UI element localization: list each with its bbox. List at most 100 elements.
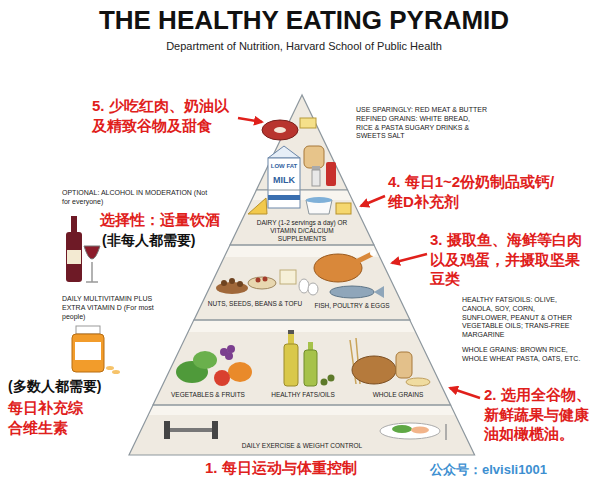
annotation: 每日补充综合维生素 [8, 398, 88, 437]
tier-label: DAIRY (1-2 servings a day) OR VITAMIN D/… [246, 219, 358, 242]
plant-foods [288, 334, 294, 344]
callout-arrow [450, 388, 480, 398]
wine-figure [84, 246, 100, 259]
plant-foods [193, 351, 217, 369]
pyramid-tier: NUTS, SEEDS, BEANS & TOFU FISH, POULTRY &… [194, 245, 410, 320]
carton-text: LOW FAT [271, 163, 298, 171]
protein-foods [221, 280, 227, 286]
carton-text: MILK [273, 175, 295, 186]
plant-foods [308, 342, 313, 350]
plant-foods [284, 344, 298, 386]
pyramid-tier: DAILY EXERCISE & WEIGHT CONTROL [129, 405, 475, 455]
dairy-foods [336, 203, 351, 214]
plant-foods [214, 370, 230, 386]
exercise-foods [164, 421, 446, 440]
plant-foods [228, 362, 252, 382]
pyramid-ground [129, 95, 475, 455]
exercise-foods [411, 427, 429, 434]
exercise-foods [212, 421, 218, 439]
exercise-foods [392, 425, 412, 433]
vitamin-figure [106, 366, 114, 370]
annotation: 4. 每日1~2份奶制品或钙/维D补充剂 [388, 172, 558, 211]
tier-label: VEGETABLES & FRUITS [171, 391, 245, 399]
protein-foods [256, 278, 261, 283]
vitamin-figure [112, 370, 120, 374]
title: THE HEALTHY EATING PYRAMID [0, 4, 608, 37]
caption: Department of Nutrition, Harvard School … [0, 40, 608, 54]
callout-arrow [392, 254, 427, 263]
protein-foods [263, 277, 268, 282]
wine-figure [86, 262, 98, 282]
protein-foods [314, 254, 362, 282]
tier-label: NUTS, SEEDS, BEANS & TOFU [208, 300, 302, 308]
pyramid-ground [129, 405, 475, 455]
protein-foods [374, 286, 384, 298]
protein-foods [370, 250, 376, 256]
exercise-foods [164, 421, 170, 439]
plant-foods [225, 352, 233, 360]
annotation: (多数人都需要) [8, 378, 101, 396]
dairy-foods [268, 195, 300, 200]
tier-outline [153, 320, 451, 405]
protein-foods [356, 254, 372, 262]
annotation: (非每人都需要) [102, 232, 195, 250]
pyramid-tier: DAIRY (1-2 servings a day) OR VITAMIN D/… [230, 190, 374, 245]
plant-foods [227, 345, 235, 353]
plant-foods [328, 375, 335, 382]
protein-foods [229, 278, 235, 284]
dairy-foods [306, 197, 332, 203]
sparingly-foods [312, 170, 320, 186]
vitamin-figure [72, 334, 104, 372]
vitamin-figure [76, 326, 100, 334]
plant-foods [176, 330, 430, 386]
pyramid-ground [148, 405, 455, 415]
pyramid-ground [224, 245, 380, 257]
plant-foods [396, 352, 412, 378]
pyramid-ground [188, 320, 416, 332]
pyramid-ground [153, 320, 451, 405]
tier-outline [129, 405, 475, 455]
sparingly-foods [304, 146, 324, 168]
watermark: 公众号：elvisli1001 [430, 462, 547, 478]
tier-label: FISH, POULTRY & EGGS [314, 302, 389, 310]
pyramid-ground [194, 245, 410, 320]
annotation: 3. 摄取鱼、海鲜等白肉以及鸡蛋，并摄取坚果豆类 [430, 230, 582, 289]
dairy-foods [268, 146, 300, 158]
wine-figure [66, 232, 82, 282]
sparingly-foods [300, 118, 316, 128]
note-text: OPTIONAL: ALCOHOL IN MODERATION (Not for… [62, 189, 214, 207]
tier-outline [194, 245, 410, 320]
pyramid-ground [230, 190, 374, 245]
wine-figure [71, 216, 77, 234]
pyramid-tier: VEGETABLES & FRUITS HEALTHY FATS/OILS WHOL… [153, 320, 451, 405]
tier-label: WHOLE GRAINS [373, 391, 424, 399]
sparingly-foods [326, 162, 336, 186]
annotation: 2. 选用全谷物、新鲜蔬果与健康油如橄榄油。 [484, 385, 598, 444]
exercise-foods [168, 428, 214, 432]
wine-figure [67, 250, 81, 264]
protein-foods [216, 250, 384, 298]
plant-foods [288, 330, 294, 334]
note-text: USE SPARINGLY: RED MEAT & BUTTER REFINED… [356, 106, 488, 141]
callout-arrow [361, 196, 385, 206]
note-text: HEALTHY FATS/OILS: OLIVE, CANOLA, SOY, C… [462, 296, 582, 340]
tier-label: DAILY EXERCISE & WEIGHT CONTROL [242, 442, 362, 450]
protein-foods [308, 283, 318, 295]
annotation: 选择性：适量饮酒 [100, 211, 220, 230]
vitamin-figure [75, 342, 101, 360]
sparingly-foods [274, 127, 286, 133]
plant-foods [321, 379, 328, 386]
vitamin-figure [72, 326, 120, 374]
plant-foods [304, 350, 317, 386]
protein-foods [280, 270, 296, 284]
exercise-foods [380, 423, 440, 439]
tier-label: HEALTHY FATS/OILS [271, 391, 335, 399]
sparingly-foods [262, 120, 298, 140]
wine-figure [66, 216, 100, 282]
exercise-foods [445, 424, 447, 440]
dairy-foods [268, 158, 300, 208]
annotation: 5. 少吃红肉、奶油以及精致谷物及甜食 [92, 96, 234, 135]
callout-arrow [238, 118, 262, 122]
pyramid-ground [252, 190, 353, 200]
protein-foods [248, 277, 276, 289]
